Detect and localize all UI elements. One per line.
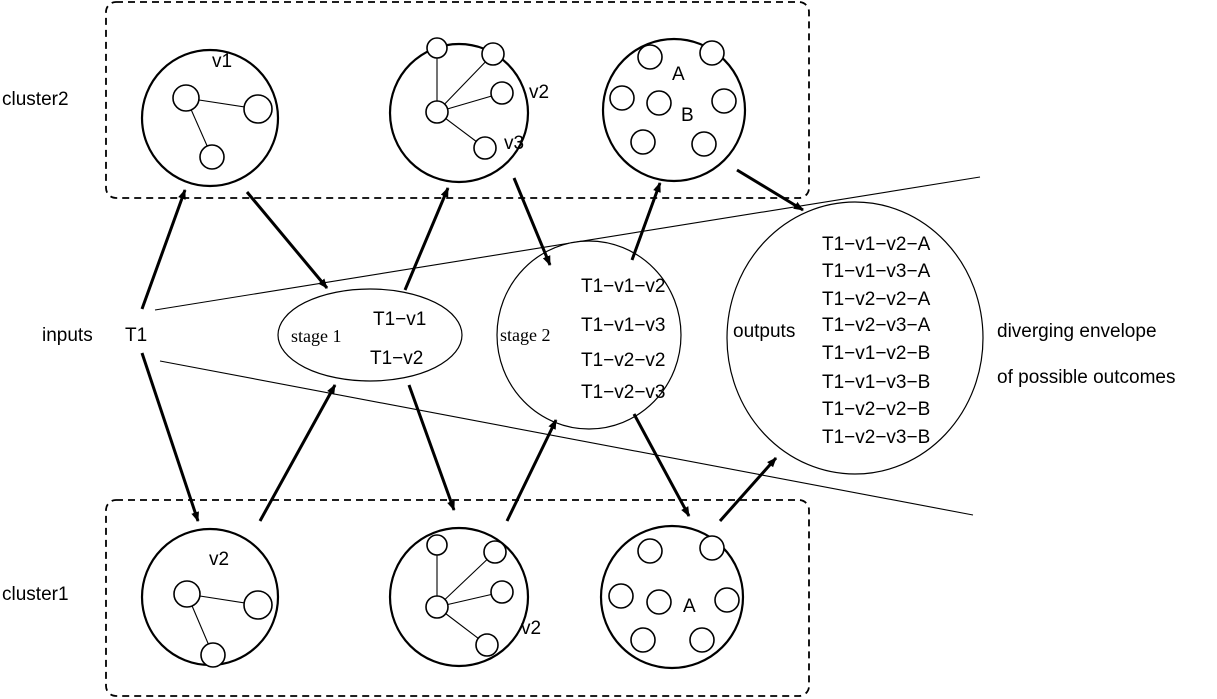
envelope-label-line2: of possible outcomes bbox=[997, 367, 1176, 388]
outputs-ellipse bbox=[726, 201, 984, 475]
stage1-item-2: T1−v2 bbox=[370, 348, 423, 369]
cluster1-node-a-graph bbox=[608, 535, 740, 653]
arrow-cluster1-v2-to-stage1 bbox=[258, 384, 337, 522]
stage2-item-3: T1−v2−v2 bbox=[581, 350, 666, 371]
stage1-item-1: T1−v1 bbox=[373, 309, 426, 330]
cluster1-node-a-label: A bbox=[683, 596, 696, 617]
arrow-stage1-to-cluster2-star bbox=[403, 187, 450, 291]
output-item: T1−v1−v2−A bbox=[822, 234, 931, 255]
arrow-cluster1-a-to-outputs bbox=[718, 457, 778, 522]
cluster2-node-v1 bbox=[140, 48, 280, 188]
arrow-stage2-to-cluster2-ab bbox=[630, 182, 662, 261]
cluster2-node-ab-label-b: B bbox=[681, 105, 694, 126]
t1-label: T1 bbox=[125, 325, 147, 346]
envelope-lower-line bbox=[159, 360, 974, 516]
arrow-t1-to-cluster1-v2 bbox=[140, 352, 200, 522]
cluster2-node-star-label-v3: v3 bbox=[504, 133, 524, 154]
cluster2-node-ab-label-a: A bbox=[672, 64, 685, 85]
outputs-label: outputs bbox=[733, 321, 795, 342]
output-item: T1−v1−v2−B bbox=[822, 343, 930, 364]
arrow-cluster2-ab-to-outputs bbox=[736, 168, 804, 212]
cluster1-label: cluster1 bbox=[2, 584, 69, 605]
output-item: T1−v1−v3−A bbox=[822, 261, 931, 282]
cluster2-node-v1-graph bbox=[172, 84, 273, 170]
cluster2-node-star-label-v2: v2 bbox=[529, 82, 549, 103]
inputs-label: inputs bbox=[42, 325, 93, 346]
arrow-stage2-to-cluster1-a bbox=[632, 413, 691, 517]
cluster2-node-ab-graph bbox=[609, 40, 737, 157]
cluster2-label: cluster2 bbox=[2, 89, 69, 110]
cluster2-box bbox=[105, 1, 810, 199]
stage1-ellipse bbox=[277, 288, 463, 382]
stage2-ellipse bbox=[496, 240, 682, 430]
cluster2-node-v1-label: v1 bbox=[212, 51, 232, 72]
stage2-label: stage 2 bbox=[500, 325, 550, 345]
output-item: T1−v2−v2−B bbox=[822, 399, 930, 420]
cluster1-node-v2-label: v2 bbox=[209, 549, 229, 570]
arrow-t1-to-cluster2-v1 bbox=[140, 189, 187, 310]
cluster2-node-star-graph bbox=[425, 37, 514, 160]
stage2-item-4: T1−v2−v3 bbox=[581, 382, 666, 403]
arrow-cluster2-v1-to-stage1 bbox=[245, 191, 329, 289]
envelope-label-line1: diverging envelope bbox=[997, 321, 1157, 342]
cluster2-node-star bbox=[388, 42, 530, 184]
arrow-stage1-to-cluster1-star bbox=[407, 384, 456, 511]
cluster1-node-star-graph bbox=[425, 534, 514, 657]
cluster1-box bbox=[105, 499, 810, 697]
arrow-cluster2-star-to-stage2 bbox=[512, 177, 552, 266]
outputs-list: T1−v1−v2−A T1−v1−v3−A T1−v2−v2−A T1−v2−v… bbox=[822, 234, 931, 448]
cluster1-node-v2-graph bbox=[173, 580, 273, 668]
flow-arrows bbox=[140, 168, 804, 522]
output-item: T1−v2−v3−B bbox=[822, 427, 930, 448]
output-item: T1−v2−v2−A bbox=[822, 289, 931, 310]
cluster1-node-star-label: v2 bbox=[521, 618, 541, 639]
stage2-item-1: T1−v1−v2 bbox=[581, 276, 666, 297]
stage1-label: stage 1 bbox=[291, 326, 341, 346]
stage2-item-2: T1−v1−v3 bbox=[581, 315, 666, 336]
output-item: T1−v1−v3−B bbox=[822, 372, 930, 393]
arrow-cluster1-star-to-stage2 bbox=[505, 419, 558, 522]
output-item: T1−v2−v3−A bbox=[822, 315, 931, 336]
